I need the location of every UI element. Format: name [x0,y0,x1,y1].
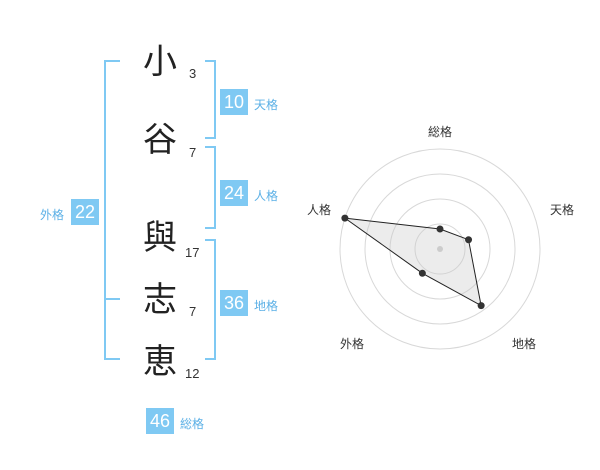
soukaku-value: 46 [146,408,174,434]
radar-grid-ring-4 [339,148,541,350]
tenkaku-value: 10 [220,89,248,115]
name-char-5: 恵 [143,342,177,382]
radar-axis-label-gaikaku: 外格 [340,337,365,351]
radar-grid-ring-3 [364,173,516,325]
radar-axis-label-jinkaku: 人格 [307,203,332,217]
radar-axis-label-tenkaku: 天格 [550,203,575,217]
chikaku-value: 36 [220,290,248,316]
name-char-3: 與 [143,218,177,258]
radar-grid-ring-1 [414,223,466,275]
radar-point-1 [436,225,444,233]
jinkaku-label: 人格 [254,189,279,203]
chikaku-label: 地格 [254,299,279,313]
soukaku-label: 総格 [180,417,205,431]
tenkaku-label: 天格 [254,98,279,112]
jinkaku-bracket [205,146,216,229]
radar-point-5 [341,214,349,222]
stroke-count-1: 3 [189,66,197,81]
stroke-count-2: 7 [189,145,197,160]
radar-axis-label-chikaku: 地格 [512,337,537,351]
stroke-count-3: 17 [185,245,200,260]
radar-grid-ring-2 [389,198,491,300]
radar-axis-label-soukaku: 総格 [428,125,453,139]
radar-point-4 [418,269,426,277]
radar-data-polygon [344,217,482,307]
gaikaku-value: 22 [71,199,99,225]
chikaku-bracket [205,239,216,360]
stroke-count-4: 7 [189,304,197,319]
name-char-2: 谷 [143,120,177,160]
radar-center-dot [437,246,443,252]
gaikaku-label: 外格 [40,208,65,222]
name-char-1: 小 [143,42,177,82]
radar-point-2 [465,236,473,244]
name-char-4: 志 [143,280,177,320]
radar-point-3 [477,302,485,310]
stroke-count-5: 12 [185,366,200,381]
jinkaku-value: 24 [220,180,248,206]
gaikaku-bracket [104,60,120,360]
tenkaku-bracket [205,60,216,139]
